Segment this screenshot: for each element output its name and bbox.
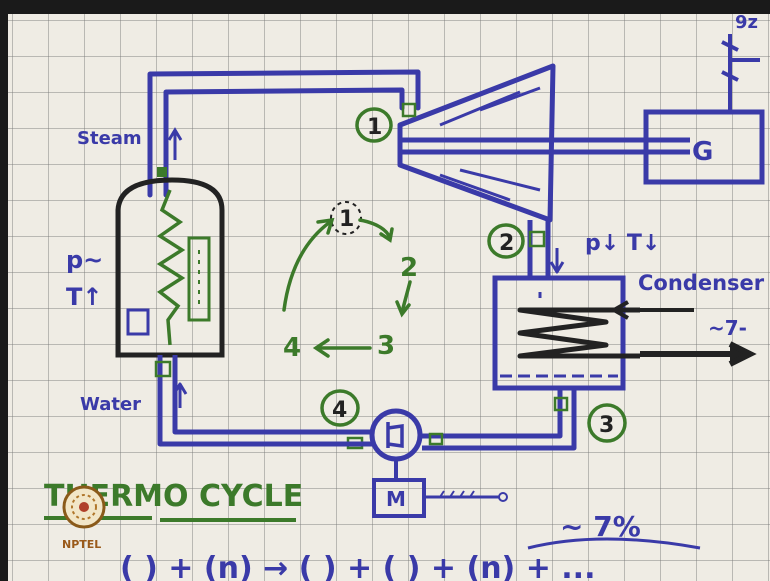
generator-output-line [721, 34, 760, 112]
cooling-flow-label: ~7- [708, 316, 747, 340]
corner-label: 9z [735, 12, 758, 33]
generator-label: G [692, 137, 713, 167]
svg-text:3: 3 [599, 413, 614, 438]
condenser-label: Condenser [638, 271, 765, 295]
svg-text:1: 1 [367, 115, 382, 140]
cycle-sketch: 1 2 3 4 [282, 201, 418, 363]
cycle-node-3: 3 [377, 331, 395, 361]
boiler-burner [126, 308, 150, 336]
steam-label: Steam [77, 128, 142, 149]
state-3-badge: 3 [587, 403, 627, 443]
turbine [397, 63, 556, 223]
svg-text:4: 4 [332, 398, 347, 423]
steam-up-arrow [167, 127, 183, 160]
efficiency-brace [527, 537, 701, 550]
condenser [492, 275, 640, 391]
nptel-logo: NPTEL [62, 485, 106, 551]
boiler-pressure-label: p~ [66, 246, 103, 274]
nptel-logo-text: NPTEL [62, 538, 101, 551]
state-4-marker-dot [154, 360, 172, 378]
state-2-marker-dot [528, 230, 546, 248]
condenser-pt-label: p↓ T↓ [585, 231, 660, 256]
cooling-in-arrow [609, 300, 694, 320]
motor-label: M [386, 487, 406, 511]
state-1-badge: 1 [355, 107, 393, 143]
top-dark-strip [0, 0, 770, 14]
boiler-gauge [187, 236, 211, 322]
energy-equation: ( ) + (n) → ( ) + ( ) + (n) + ... [120, 551, 595, 581]
boiler-temperature-label: T↑ [66, 283, 102, 311]
motor: M [372, 478, 508, 518]
feed-pump [369, 408, 423, 480]
state-2-badge: 2 [487, 223, 525, 259]
cycle-node-1: 1 [339, 207, 354, 232]
state-1-marker-dot [401, 102, 417, 118]
state-3-marker-dot [553, 396, 569, 412]
cycle-node-2: 2 [400, 253, 418, 283]
efficiency-note: ~ 7% [560, 510, 641, 543]
condenser-coil [517, 307, 640, 359]
feedwater-pipe [157, 355, 372, 447]
water-label: Water [80, 394, 141, 415]
boiler-heating-coil [156, 189, 186, 346]
steam-pipe [147, 69, 421, 198]
turbine-shaft [400, 137, 690, 155]
generator: G [643, 109, 765, 185]
exhaust-pipe [527, 220, 565, 278]
boiler [115, 167, 225, 358]
cooling-out-arrow [640, 341, 757, 367]
condensate-pipe [422, 388, 577, 451]
cycle-node-4: 4 [283, 333, 301, 363]
graph-paper-board [8, 14, 770, 581]
svg-text:2: 2 [499, 231, 514, 256]
state-4-badge: 4 [320, 389, 360, 427]
